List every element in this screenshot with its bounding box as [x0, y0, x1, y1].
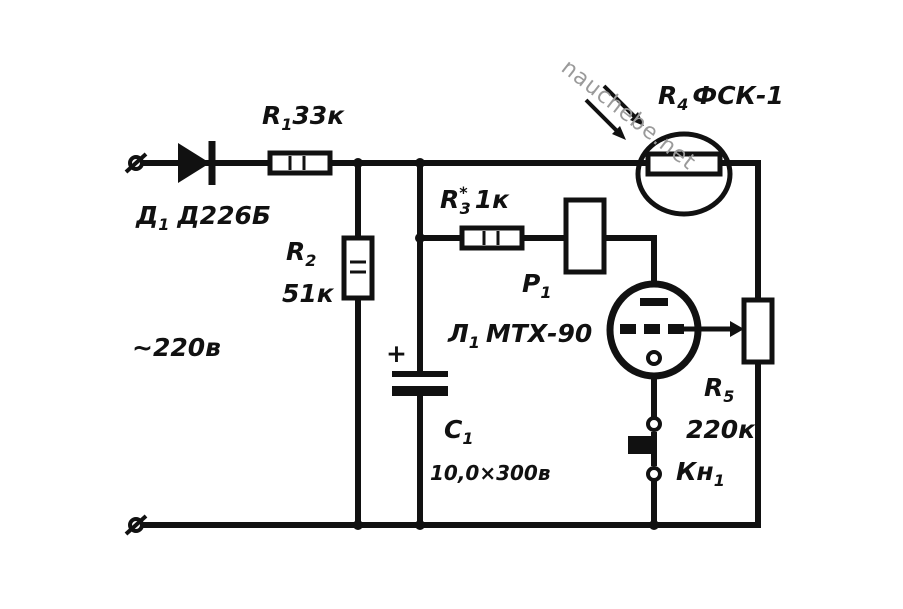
photoresistor-r4: [584, 84, 733, 217]
junction-dot: [415, 158, 425, 168]
label-capacitor-value: 10,0×300в: [430, 461, 551, 485]
terminal-bottom: [124, 514, 148, 536]
label-r5-ref-line: R5: [704, 373, 734, 406]
junction-dot: [353, 520, 363, 530]
label-capacitor-ref: С: [444, 415, 463, 444]
lamp-l1: [606, 280, 744, 380]
label-lamp-ref: Л: [447, 319, 469, 348]
label-r1-value: 33к: [292, 101, 345, 130]
label-button-sub: 1: [714, 471, 725, 490]
label-r5-value: 220к: [686, 415, 756, 444]
label-capacitor-sub: 1: [462, 429, 473, 448]
label-diode: Д1 Д226Б: [135, 201, 271, 234]
label-lamp-value: МТХ-90: [486, 319, 592, 348]
label-r1: R133к: [262, 101, 345, 134]
label-r2-ref: R: [286, 237, 305, 266]
label-relay-sub: 1: [540, 283, 551, 302]
resistor-r3: [459, 225, 525, 251]
label-r2-value: 51к: [282, 279, 335, 308]
label-r3-sub: 3: [460, 199, 471, 218]
label-button: Кн1: [676, 457, 725, 490]
label-r3-sup: *: [459, 183, 468, 202]
resistor-r2: [341, 235, 375, 301]
label-r5-ref: R: [704, 373, 723, 402]
label-r5-sub: 5: [723, 387, 734, 406]
capacitor-c1: [392, 371, 448, 396]
label-r1-ref: R: [262, 101, 281, 130]
label-r2-sub: 2: [305, 251, 316, 270]
label-lamp: Л1 МТХ-90: [447, 319, 592, 352]
label-lamp-sub: 1: [469, 333, 480, 352]
label-button-ref: Кн: [676, 457, 714, 486]
terminal-top: [124, 152, 148, 174]
potentiometer-r5: [741, 297, 775, 365]
resistor-r1: [267, 150, 333, 176]
junction-dot: [353, 158, 363, 168]
label-relay: Р1: [522, 269, 551, 302]
push-button-kn1: [628, 416, 662, 482]
junction-dot: [415, 520, 425, 530]
junction-dot: [649, 520, 659, 530]
label-r4-sub: 4: [676, 95, 688, 114]
junction-dot: [415, 233, 425, 243]
label-r4-value: ФСК-1: [692, 81, 783, 110]
label-r4-ref: R: [658, 81, 677, 110]
label-r1-sub: 1: [281, 115, 292, 134]
diode-d1: [178, 141, 216, 185]
relay-p1: [563, 197, 607, 275]
label-r3-ref: R: [440, 185, 459, 214]
label-relay-ref: Р: [522, 269, 540, 298]
label-supply: ~220в: [132, 333, 221, 362]
label-r3-value: 1к: [475, 185, 510, 214]
label-capacitor-polarity: +: [386, 339, 407, 368]
label-capacitor-ref-line: С1: [444, 415, 474, 448]
junctions: [353, 158, 659, 530]
label-r2-ref-line: R2: [286, 237, 316, 270]
label-diode-value: Д226Б: [176, 201, 271, 230]
label-diode-ref: Д: [135, 201, 158, 230]
label-diode-sub: 1: [158, 215, 169, 234]
watermark-text: nauchebe.net: [556, 55, 700, 175]
